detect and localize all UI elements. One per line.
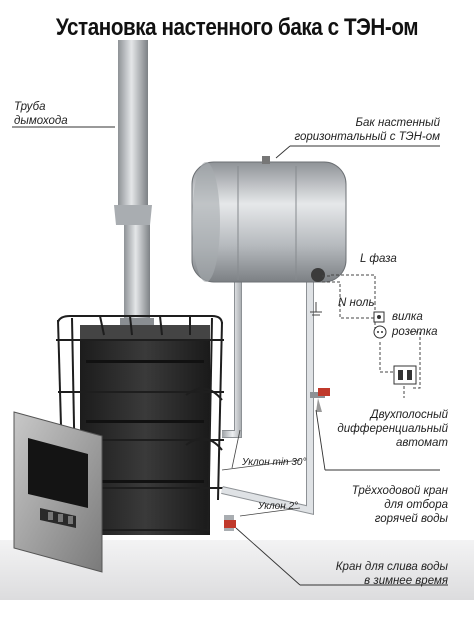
stove-door bbox=[13, 411, 103, 573]
water-pipes bbox=[221, 274, 325, 531]
socket-icon bbox=[373, 325, 387, 339]
n-neutral-label: N ноль bbox=[338, 297, 375, 309]
breaker-icon bbox=[393, 365, 417, 385]
tank-label: Бак настенный горизонтальный с ТЭН-ом bbox=[294, 117, 440, 143]
slope-guides bbox=[221, 429, 301, 517]
tank bbox=[191, 156, 347, 283]
chimney-label: Труба дымохода bbox=[14, 101, 68, 127]
page-title: Установка настенного бака с ТЭН-ом bbox=[55, 14, 419, 41]
plug-label: вилка bbox=[392, 311, 423, 323]
leader-lines bbox=[12, 126, 448, 586]
l-phase-label: L фаза bbox=[360, 253, 397, 265]
ground-symbol bbox=[310, 302, 322, 316]
slope-2-label: Уклон 2° bbox=[258, 501, 299, 512]
plug-icon bbox=[373, 311, 385, 323]
slope-30-label: Уклон min 30° bbox=[242, 457, 307, 468]
drain-valve-label: Кран для слива воды в зимнее время bbox=[335, 561, 448, 587]
three-way-valve-label: Трёхходовой кран для отбора горячей воды bbox=[351, 485, 448, 525]
chimney-pipe bbox=[114, 40, 154, 328]
drain-valve bbox=[224, 520, 236, 528]
three-way-valve bbox=[316, 388, 330, 412]
socket-label: розетка bbox=[392, 326, 438, 338]
breaker-label: Двухполосный дифференциальный автомат bbox=[337, 409, 448, 449]
